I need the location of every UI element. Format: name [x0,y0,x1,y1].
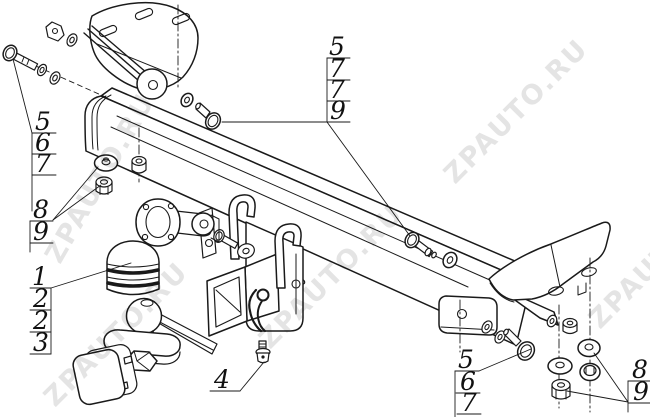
callout-label: 9 [633,377,649,406]
small-bolt-washer [213,229,255,259]
leader-line [326,121,411,237]
rear-bracket-assembly [438,221,611,413]
callout-label: 9 [33,217,49,246]
callout-label: 5 [35,107,51,136]
callout-label: 7 [329,75,345,104]
socket-bracket [135,198,220,247]
bolt-axis [19,58,111,100]
leader-line [593,352,629,403]
nut [562,317,578,335]
callout-label: 2 [32,306,49,335]
callout-bottom-right: 5 6 7 [454,345,532,417]
washer [93,154,119,172]
washer [36,63,48,77]
callout-label: 6 [35,128,51,157]
callout-upper-left: 5 6 7 [12,58,57,212]
callout-label: 3 [33,328,49,357]
washer [546,314,558,328]
plate-notch [577,282,587,296]
hitch-pin-clip [248,288,270,333]
callout-label: 7 [35,149,51,178]
callout-label: 4 [213,365,230,394]
washer [547,357,573,375]
callout-bottom-center: 4 [209,361,265,394]
flange-nut [579,362,601,382]
mid-beam-bolt-washer [404,231,458,269]
upper-left-bracket [83,1,199,100]
washer [49,71,61,85]
callout-top-center: 5 7 7 9 [221,32,411,237]
leader-line [50,262,132,289]
clamp-strap [274,223,302,289]
callout-left-nuts: 8 9 [29,166,102,253]
receiver-cap [72,344,138,406]
callouts: 5 6 7 8 9 1 2 2 3 [12,32,650,417]
washer [577,338,601,358]
callout-label: 5 [329,32,345,61]
left-under-beam-fasteners [93,127,147,195]
callout-label: 5 [458,345,474,374]
callout-label: 2 [32,284,49,313]
leader-line [239,361,265,392]
bracket-slot [98,24,118,38]
leader-line [52,184,102,221]
leader-line [52,166,99,221]
front-fastener-set [2,21,111,100]
callout-bottom-far-right: 8 9 [566,352,650,413]
beam-front-face [84,95,532,346]
watermark-text: ZPAUTO.RU [438,33,595,190]
washer [442,251,458,269]
nut [45,21,65,42]
leader-line [478,348,532,372]
washer [180,92,194,108]
callout-label: 9 [330,96,346,125]
callout-label: 8 [632,355,648,384]
cross-beam [84,87,546,346]
strap-tab [136,68,168,100]
bracket-slot [171,12,191,26]
callout-label: 7 [461,388,477,417]
bracket-slot [134,7,154,21]
nut [551,378,571,400]
receiver-assembly [198,194,304,337]
nut [95,176,113,195]
callout-left-main: 1 2 2 3 [29,262,132,357]
callout-label: 1 [32,262,48,291]
callout-label: 7 [329,54,345,83]
leader-line [566,390,629,403]
beam-bolt-washer-top [180,92,222,130]
bracket-plate [488,221,611,301]
callout-label: 6 [460,367,476,396]
washer [66,33,78,47]
leader-line [12,58,33,134]
washer [494,330,506,344]
washer [481,320,493,334]
ball-cover [106,240,160,296]
nut [131,155,147,174]
socket-plate [135,198,181,247]
callout-label: 8 [33,195,49,224]
